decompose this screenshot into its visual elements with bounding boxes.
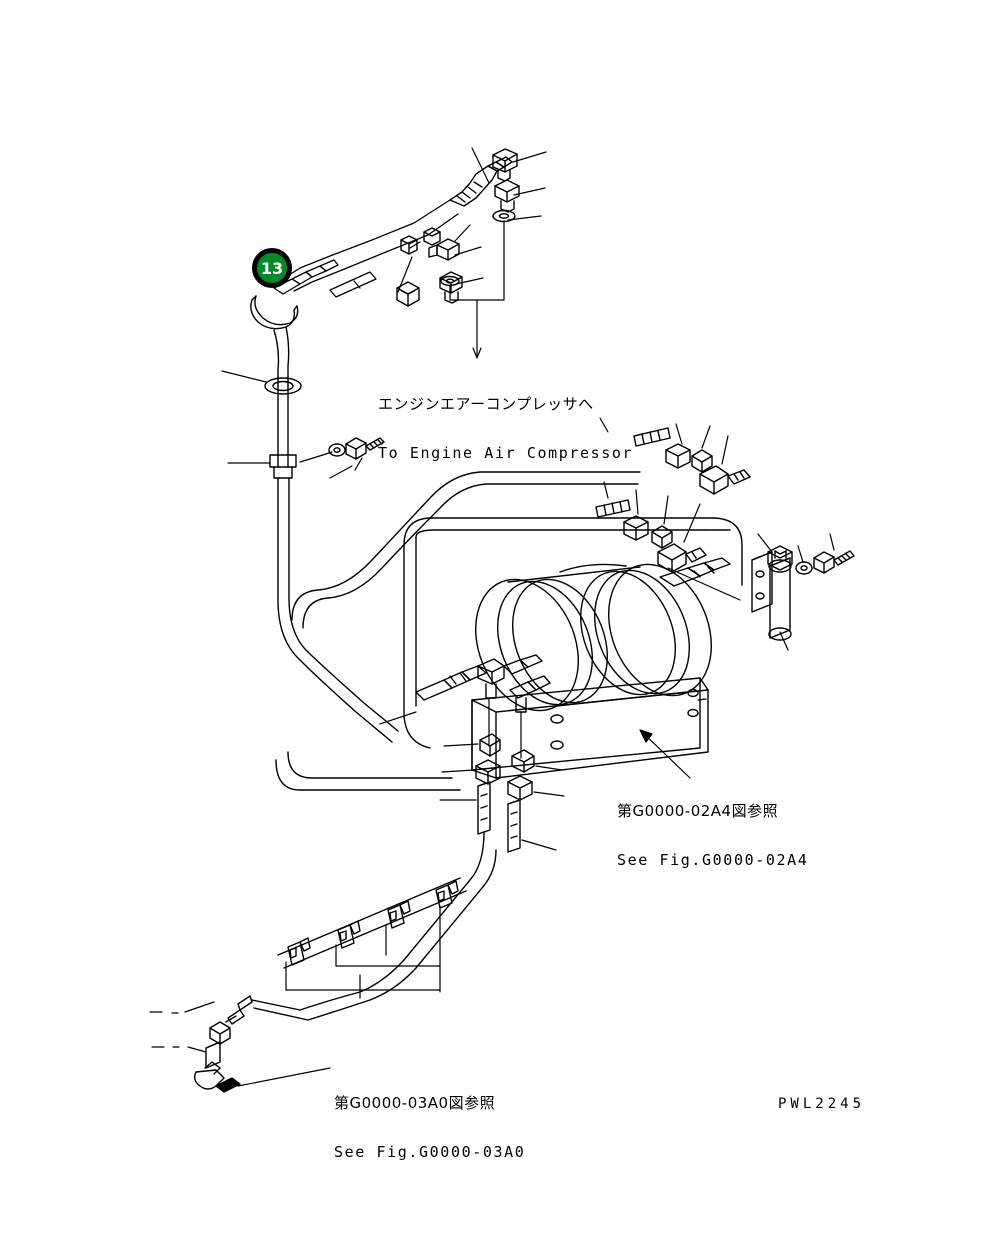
misc-leaders: [379, 417, 609, 725]
right-hardware-upper: [633, 423, 751, 495]
lower-hose-to-elbow: [251, 991, 371, 1021]
annotation-see-fig-g0000-03a0: 第G0000-03A0図参照 See Fig.G0000-03A0: [334, 1062, 525, 1194]
hose-clamp: [287, 937, 311, 966]
right-hardware-mid: [595, 481, 741, 601]
secondary-hose-loop: [291, 471, 641, 629]
hose-clamp: [337, 920, 361, 949]
drain-valve-bracket: [751, 533, 855, 651]
upper-leader-lines: [397, 147, 547, 293]
annotation-en-text: See Fig.G0000-02A4: [617, 850, 809, 869]
upper-label-bracket: [449, 220, 505, 359]
left-clamp-hardware: [221, 370, 385, 479]
tank-plate-leader: [639, 729, 691, 779]
annotation-jp-text: 第G0000-03A0図参照: [334, 1093, 496, 1112]
bottom-left-fittings: [149, 995, 331, 1093]
main-hose-loop: [275, 517, 743, 791]
air-hose-left-vertical: [250, 295, 399, 743]
annotation-to-engine-air-compressor: エンジンエアーコンプレッサへ To Engine Air Compressor: [378, 363, 633, 495]
annotation-jp-text: 第G0000-02A4図参照: [617, 801, 779, 820]
tank-lower-hardware: [439, 733, 565, 853]
drawing-number: PWL2245: [778, 1096, 866, 1112]
annotation-jp-text: エンジンエアーコンプレッサへ: [378, 394, 594, 413]
hose-clamp: [435, 880, 459, 909]
callout-marker-13[interactable]: 13: [252, 248, 292, 288]
callout-marker-label: 13: [260, 258, 284, 278]
fitting-cluster-upper: [400, 148, 520, 304]
annotation-en-text: See Fig.G0000-03A0: [334, 1142, 526, 1161]
lower-hose-route: [359, 831, 497, 1001]
air-tank-assembly: [471, 557, 731, 779]
annotation-see-fig-g0000-02a4: 第G0000-02A4図参照 See Fig.G0000-02A4: [617, 770, 808, 902]
air-hose-upper: [273, 199, 459, 298]
hex-nut-upper-mid: [396, 281, 420, 307]
annotation-en-text: To Engine Air Compressor: [378, 443, 634, 462]
upper-coupling-fitting: [449, 156, 513, 207]
tank-left-ports: [415, 654, 551, 759]
hose-clamp: [387, 900, 411, 929]
lower-clamp-run: [277, 877, 467, 999]
